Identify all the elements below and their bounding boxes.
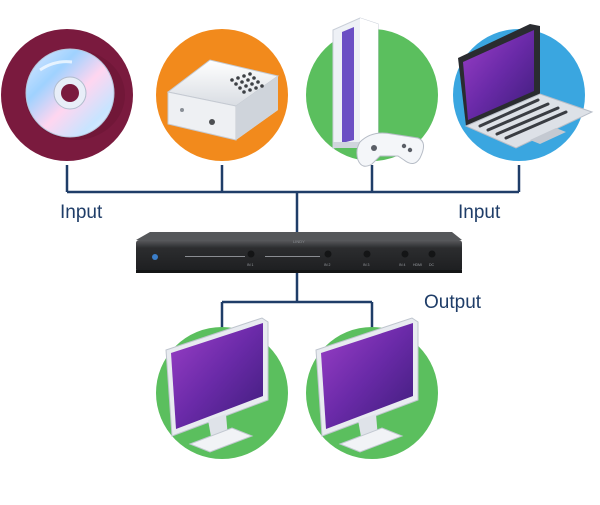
port-label-5: HDMI [413,263,422,267]
monitor-icon [165,317,269,453]
input-label-right: Input [458,202,501,223]
laptop-icon [458,24,594,149]
power-indicator-icon [152,254,158,260]
source-media-player [156,29,288,161]
hdmi-switch: LINDY IN 1 IN 2 IN 3 IN 4 HDMI DC [136,232,462,273]
port-label-1: IN 1 [247,263,253,267]
port-2-icon [324,250,332,258]
source-game-console [306,17,438,167]
output-label: Output [424,292,482,313]
port-label-3: IN 3 [363,263,369,267]
switch-ports [247,250,436,258]
switch-brand: LINDY [293,239,305,244]
port-label-4: IN 4 [399,263,405,267]
input-label-left: Input [60,202,103,223]
port-label-6: DC [429,263,435,267]
controller-icon [356,132,424,167]
port-5-icon [428,250,436,258]
connection-lines [65,165,521,328]
output-monitor-1 [156,317,288,459]
game-console-icon [332,17,424,167]
source-laptop [453,24,594,161]
monitor-icon [315,317,419,453]
port-1-icon [247,250,255,258]
port-4-icon [401,250,409,258]
media-player-icon [166,59,280,141]
output-monitor-2 [306,317,438,459]
cd-disc-icon [25,48,125,140]
port-label-2: IN 2 [324,263,330,267]
port-3-icon [363,250,371,258]
source-cd [1,29,133,161]
